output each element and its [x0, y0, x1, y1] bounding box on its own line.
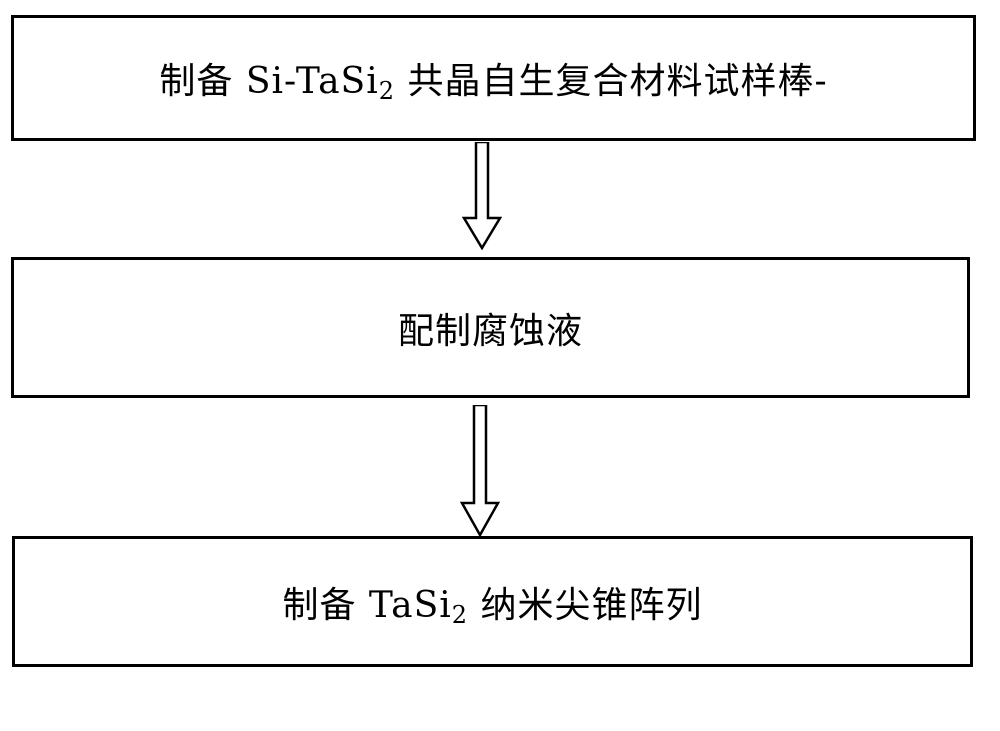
step-label-prepare-nanocone-array: 制备 TaSi2 纳米尖锥阵列: [282, 576, 702, 628]
step-label-prepare-etchant: 配制腐蚀液: [397, 310, 583, 352]
step-text-part: 制备 Si-TaSi: [159, 61, 379, 102]
step-label-prepare-sample-rod: 制备 Si-TaSi2 共晶自生复合材料试样棒-: [159, 52, 827, 104]
step-box-prepare-nanocone-array: 制备 TaSi2 纳米尖锥阵列: [12, 536, 973, 667]
down-arrow-icon: [460, 405, 500, 537]
step-text-part: 制备 TaSi: [282, 584, 452, 626]
step-box-prepare-etchant: 配制腐蚀液: [11, 257, 970, 398]
step-text-part: 纳米尖锥阵列: [468, 584, 703, 626]
step-text-part: 共晶自生复合材料试样棒-: [395, 61, 828, 102]
down-arrow-icon: [462, 142, 502, 250]
step-text-subscript: 2: [451, 600, 469, 629]
step-box-prepare-sample-rod: 制备 Si-TaSi2 共晶自生复合材料试样棒-: [11, 15, 976, 141]
step-text-subscript: 2: [378, 77, 396, 105]
